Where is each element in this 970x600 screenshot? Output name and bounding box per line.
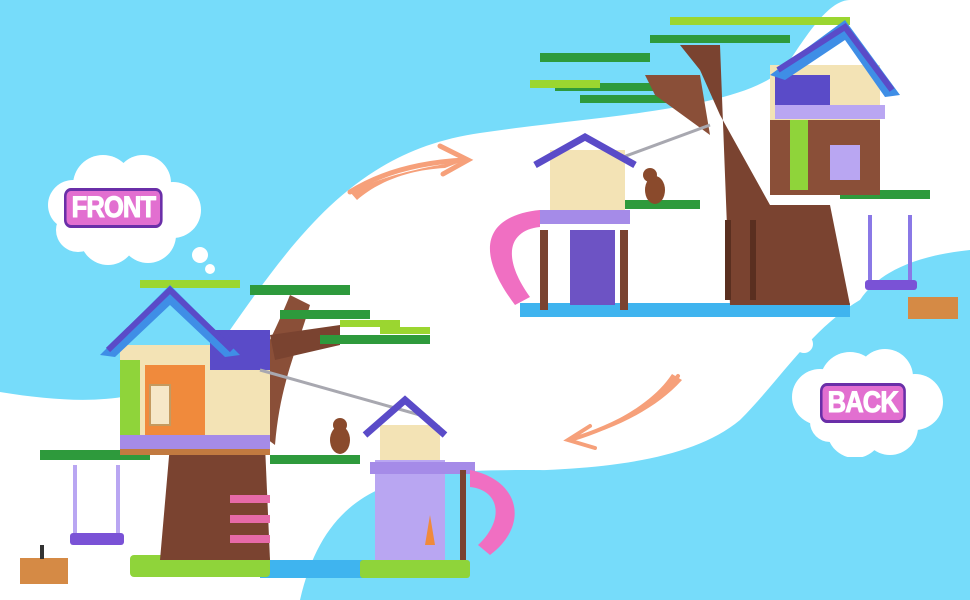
back-label: BACK: [820, 383, 906, 423]
front-label: FRONT: [64, 188, 163, 228]
arrow-right-icon: [347, 143, 474, 200]
back-view-treehouse: [489, 17, 958, 319]
arrow-left-icon: [563, 374, 682, 450]
front-label-text: FRONT: [71, 191, 156, 225]
back-label-text: BACK: [827, 386, 899, 420]
front-cloud: FRONT: [28, 145, 215, 274]
front-view-treehouse: [20, 280, 515, 584]
back-cloud: BACK: [775, 322, 955, 458]
